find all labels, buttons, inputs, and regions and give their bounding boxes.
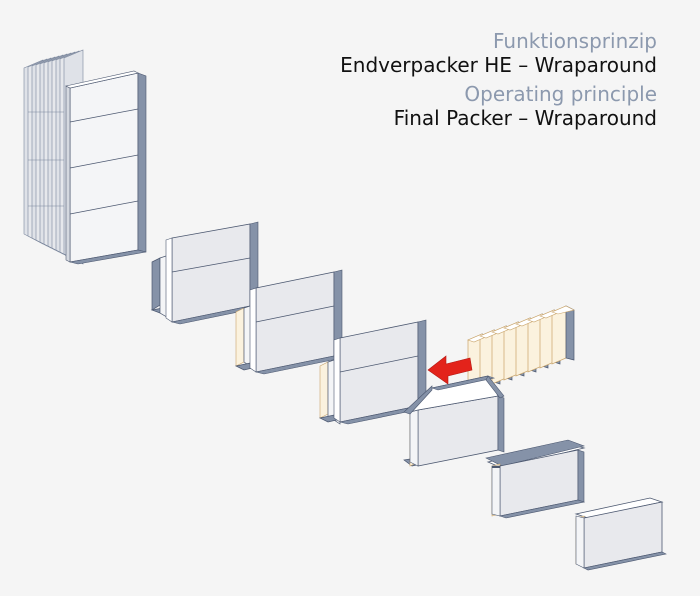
carton-stage-5: [485, 439, 586, 519]
blank-stack: [23, 49, 147, 265]
title-block: Funktionsprinzip Endverpacker HE – Wrapa…: [340, 29, 657, 130]
carton-stage-6-finished: [574, 497, 667, 571]
english-title: Final Packer – Wraparound: [393, 105, 657, 130]
carton-stage-4: [403, 375, 505, 467]
carton-stage-3: [318, 319, 427, 425]
german-label: Funktionsprinzip: [493, 29, 657, 53]
product-group: [467, 305, 575, 393]
english-label: Operating principle: [464, 82, 657, 107]
german-title: Endverpacker HE – Wraparound: [340, 52, 657, 77]
red-arrow-icon: [427, 355, 473, 385]
carton-stage-1: [150, 221, 259, 325]
